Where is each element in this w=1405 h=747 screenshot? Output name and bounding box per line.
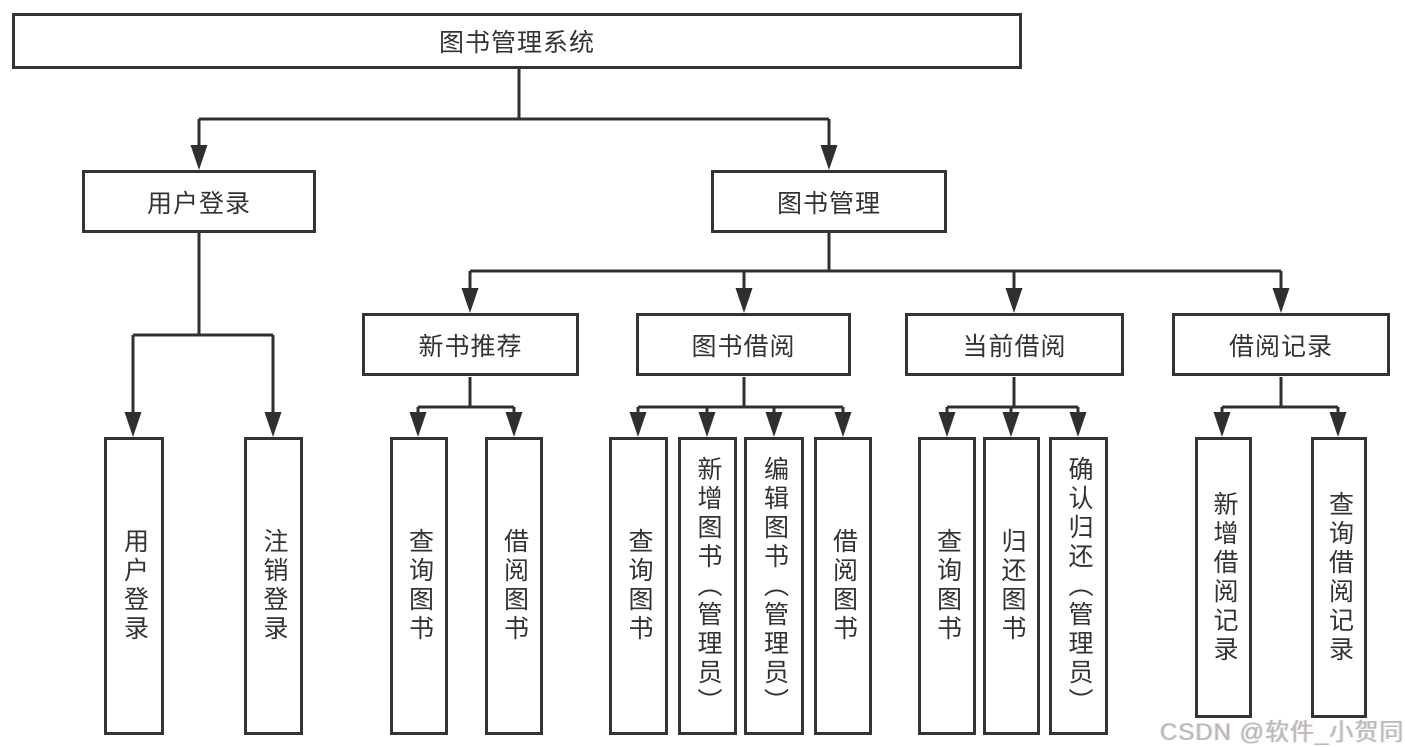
leaf-query-books-borrowing: 查询图书 bbox=[609, 437, 668, 735]
node-label: 确认归还（管理员） bbox=[1065, 455, 1093, 717]
leaf-borrow-books-borrowing: 借阅图书 bbox=[814, 437, 872, 735]
node-label: 查询借阅记录 bbox=[1325, 490, 1354, 665]
node-label: 当前借阅 bbox=[962, 332, 1067, 361]
node-label: 查询图书 bbox=[933, 528, 962, 644]
node-label: 图书管理系统 bbox=[438, 29, 595, 57]
node-label: 新增借阅记录 bbox=[1210, 490, 1238, 665]
leaf-query-borrow-record: 查询借阅记录 bbox=[1311, 437, 1367, 718]
node-new-book-recommend: 新书推荐 bbox=[362, 313, 579, 376]
leaf-logout-login: 注销登录 bbox=[244, 437, 303, 735]
node-book-management-system: 图书管理系统 bbox=[12, 13, 1022, 69]
leaf-edit-books-admin: 编辑图书（管理员） bbox=[744, 437, 804, 735]
leaf-return-books: 归还图书 bbox=[983, 437, 1040, 735]
node-label: 图书管理 bbox=[776, 189, 881, 218]
node-label: 用户登录 bbox=[120, 528, 149, 644]
node-label: 归还图书 bbox=[998, 528, 1026, 644]
node-user-login: 用户登录 bbox=[82, 170, 316, 233]
leaf-add-borrow-record: 新增借阅记录 bbox=[1195, 437, 1252, 718]
leaf-query-books-current: 查询图书 bbox=[918, 437, 976, 735]
csdn-watermark: CSDN @软件_小贺同学 bbox=[1160, 719, 1405, 746]
node-label: 用户登录 bbox=[146, 189, 251, 218]
node-book-management: 图书管理 bbox=[711, 170, 947, 233]
node-current-borrowing: 当前借阅 bbox=[905, 313, 1124, 376]
node-label: 借阅记录 bbox=[1228, 332, 1333, 361]
arrowheads bbox=[124, 145, 1347, 437]
leaf-query-books-recommend: 查询图书 bbox=[390, 437, 448, 735]
leaf-confirm-return-admin: 确认归还（管理员） bbox=[1049, 437, 1108, 735]
node-label: 图书借阅 bbox=[691, 332, 796, 361]
leaf-borrow-books-recommend: 借阅图书 bbox=[485, 437, 543, 735]
node-label: 编辑图书（管理员） bbox=[760, 455, 789, 717]
node-label: 查询图书 bbox=[625, 528, 653, 644]
node-label: 新书推荐 bbox=[418, 332, 523, 361]
node-borrowing-records: 借阅记录 bbox=[1172, 313, 1390, 376]
node-book-borrowing: 图书借阅 bbox=[636, 313, 851, 376]
node-label: 注销登录 bbox=[260, 528, 288, 644]
node-label: 查询图书 bbox=[405, 528, 434, 644]
leaf-user-login: 用户登录 bbox=[104, 437, 164, 735]
node-label: 借阅图书 bbox=[829, 528, 858, 644]
node-label: 借阅图书 bbox=[500, 528, 529, 644]
node-label: 新增图书（管理员） bbox=[694, 455, 722, 717]
leaf-add-books-admin: 新增图书（管理员） bbox=[678, 437, 737, 735]
